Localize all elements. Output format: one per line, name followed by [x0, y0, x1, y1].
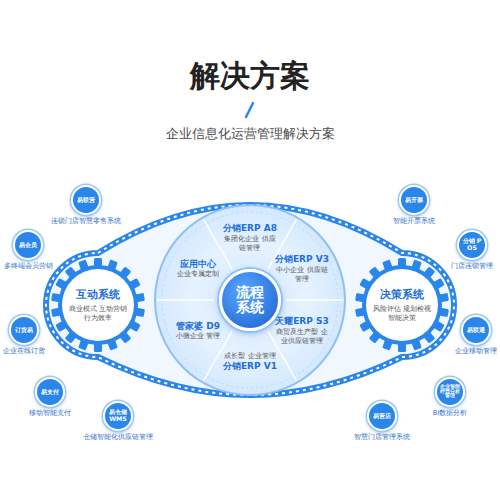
ring-divider [157, 299, 214, 301]
node-caption: 智慧门店管理系统 [354, 434, 410, 442]
node-heading: 易营店 [370, 413, 394, 420]
ring-divider [286, 299, 343, 301]
node-caption: 成长型 企业管理 [224, 352, 275, 361]
node-heading: 流程系统 [236, 285, 264, 316]
node-heading: 企业智能 经营分析 管理 [438, 385, 462, 399]
node-heading: 互动系统 [76, 287, 120, 302]
product-icon: 易联通企业移动管理 [461, 315, 491, 345]
node-caption: 企业专属定制 [177, 270, 219, 279]
node-heading: 分销ERP V1 [223, 361, 277, 373]
node-heading: 应用中心 [180, 259, 216, 271]
system-gear: 互动系统商业模式 互动营销 行为效率 [62, 269, 134, 341]
gear-body [362, 265, 442, 345]
system-gear: 决策系统风险评估 规划检视 智能决策 [366, 269, 438, 341]
subtitle: 企业信息化运营管理解决方案 [0, 125, 500, 143]
ring-segment: 分销ERP V3中小企业 供应链管理 [272, 252, 332, 285]
node-caption: 商业模式 互动营销 行为效率 [68, 305, 128, 323]
node-caption: 小微企业 管理 [176, 332, 220, 341]
ring-segment: 应用中心企业专属定制 [174, 257, 222, 281]
node-caption: 连锁门店智慧零售系统 [51, 218, 121, 226]
node-heading: 易联通 [464, 327, 488, 334]
gear-body [58, 265, 138, 345]
product-icon: 易开票智能开票系统 [399, 185, 429, 215]
node-caption: 企业在线订货 [3, 348, 45, 356]
ring-segment: 成长型 企业管理分销ERP V1 [220, 350, 280, 374]
node-caption: 多终端会员营销 [4, 263, 53, 271]
node-heading: 管家婆 D9 [176, 321, 220, 333]
product-icon: 分销 POS门店连锁管理 [457, 230, 487, 260]
node-caption: 仓储智能化供应链管理 [83, 434, 153, 442]
node-heading: 易联营 [74, 197, 98, 204]
node-heading: 易支付 [38, 389, 62, 396]
node-caption: 门店连锁管理 [451, 263, 493, 271]
product-icon: 易联营连锁门店智慧零售系统 [71, 185, 101, 215]
node-heading: 分销 POS [460, 238, 484, 251]
ring-segment: 管家婆 D9小微企业 管理 [173, 319, 223, 343]
core-circle: 流程系统 [219, 269, 281, 331]
title-mark [246, 103, 253, 117]
node-heading: 易仓储 WMS [106, 409, 130, 422]
product-icon: 易仓储 WMS仓储智能化供应链管理 [103, 401, 133, 431]
chain-belt [46, 205, 454, 395]
product-icon: 易支付移动智能支付 [35, 377, 65, 407]
product-icon: 订货易企业在线订货 [9, 315, 39, 345]
ring-dividers [157, 219, 343, 380]
node-caption: 风险评估 规划检视 智能决策 [372, 305, 432, 323]
node-heading: 决策系统 [380, 287, 424, 302]
process-ring [155, 205, 345, 395]
node-heading: 易开票 [402, 197, 426, 204]
node-caption: 移动智能支付 [29, 410, 71, 418]
node-heading: 天耀ERP S3 [275, 316, 329, 328]
ring-segment: 分销ERP A8集团化企业 供应链管理 [220, 221, 280, 254]
chain-links [46, 205, 454, 395]
node-caption: 集团化企业 供应链管理 [224, 235, 276, 253]
node-heading: 分销ERP A8 [223, 223, 277, 235]
node-caption: 企业移动管理 [455, 348, 497, 356]
ring-segment: 天耀ERP S3商贸及生产型 企业供应链管理 [272, 314, 332, 347]
product-icon: 易会员多终端会员营销 [13, 230, 43, 260]
product-icon: 企业智能 经营分析 管理BI数据分析 [435, 377, 465, 407]
node-caption: 智能开票系统 [393, 218, 435, 226]
node-caption: BI数据分析 [433, 410, 467, 418]
product-icon: 易营店智慧门店管理系统 [367, 401, 397, 431]
node-heading: 易会员 [16, 242, 40, 249]
gear-teeth [51, 258, 449, 352]
node-heading: 分销ERP V3 [275, 254, 329, 266]
page-title: 解决方案 [0, 56, 500, 97]
node-heading: 订货易 [12, 327, 36, 334]
node-caption: 商贸及生产型 企业供应链管理 [276, 328, 328, 346]
node-caption: 中小企业 供应链管理 [276, 266, 328, 284]
